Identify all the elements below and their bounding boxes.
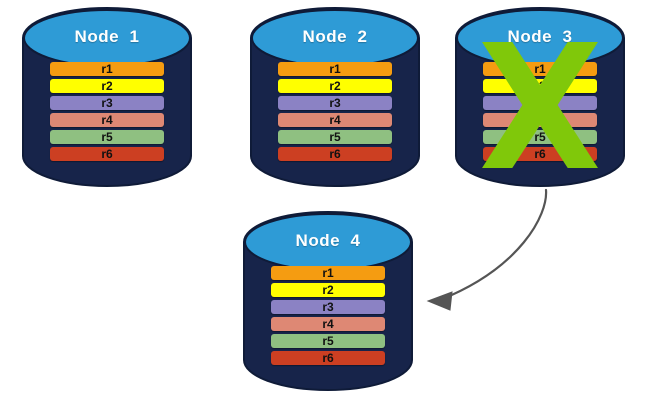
row-band[interactable]: r1 — [278, 62, 392, 76]
row-band[interactable]: r1 — [271, 266, 385, 280]
row-band[interactable]: r3 — [278, 96, 392, 110]
row-band[interactable]: r4 — [50, 113, 164, 127]
row-band[interactable]: r5 — [271, 334, 385, 348]
cylinder-top-disc — [244, 213, 412, 271]
cylinder-top-disc — [23, 9, 191, 67]
row-band[interactable]: r6 — [483, 147, 597, 161]
row-band[interactable]: r5 — [483, 130, 597, 144]
cylinder-top-disc — [251, 9, 419, 67]
row-list: r1 r2 r3 r4 r5 r6 — [250, 62, 420, 164]
row-band[interactable]: r4 — [483, 113, 597, 127]
row-band[interactable]: r2 — [278, 79, 392, 93]
row-band[interactable]: r3 — [271, 300, 385, 314]
row-band[interactable]: r4 — [278, 113, 392, 127]
row-list: r1 r2 r3 r4 r5 r6 — [455, 62, 625, 164]
row-band[interactable]: r4 — [271, 317, 385, 331]
row-band[interactable]: r6 — [278, 147, 392, 161]
row-band[interactable]: r6 — [271, 351, 385, 365]
row-band[interactable]: r1 — [483, 62, 597, 76]
row-band[interactable]: r3 — [483, 96, 597, 110]
row-list: r1 r2 r3 r4 r5 r6 — [243, 266, 413, 368]
row-band[interactable]: r5 — [50, 130, 164, 144]
row-band[interactable]: r2 — [483, 79, 597, 93]
row-band[interactable]: r2 — [271, 283, 385, 297]
cylinder-top-disc — [456, 9, 624, 67]
row-band[interactable]: r3 — [50, 96, 164, 110]
row-band[interactable]: r2 — [50, 79, 164, 93]
row-band[interactable]: r1 — [50, 62, 164, 76]
row-band[interactable]: r6 — [50, 147, 164, 161]
row-band[interactable]: r5 — [278, 130, 392, 144]
row-list: r1 r2 r3 r4 r5 r6 — [22, 62, 192, 164]
